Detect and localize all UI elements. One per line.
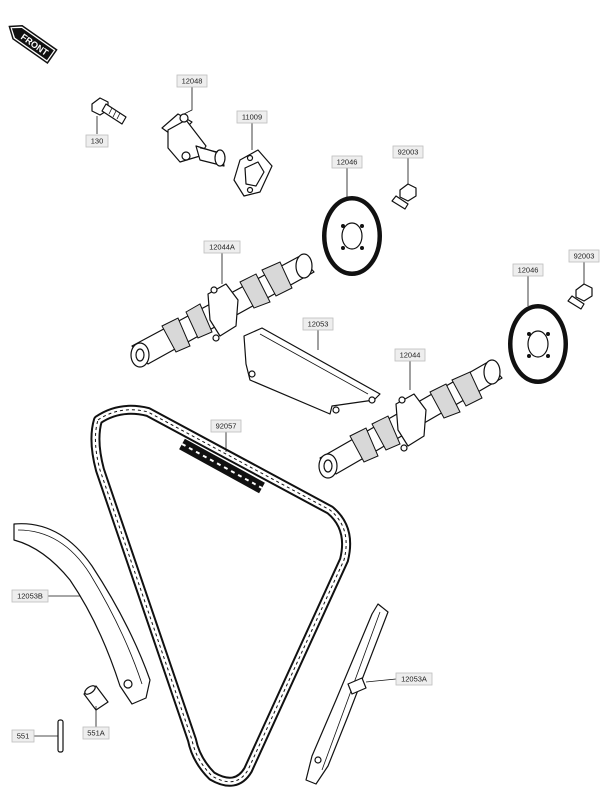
pin-551-drawing	[57, 719, 64, 753]
label-12053a-text: 12053A	[401, 675, 427, 684]
label-12046-right-text: 12046	[518, 266, 539, 275]
label-92003-top-text: 92003	[398, 148, 419, 157]
label-12053[interactable]: 12053	[302, 317, 334, 331]
label-12048[interactable]: 12048	[176, 74, 208, 88]
label-551[interactable]: 551	[11, 729, 35, 743]
timing-chain-drawing	[90, 404, 352, 787]
label-12044-text: 12044	[400, 351, 421, 360]
sprocket-right-drawing	[508, 304, 568, 384]
pin-551a-drawing	[83, 685, 109, 711]
sprocket-bolt-top-drawing	[391, 183, 417, 210]
label-92057-text: 92057	[216, 422, 237, 431]
label-11009[interactable]: 11009	[236, 110, 268, 124]
label-11009-text: 11009	[242, 113, 262, 122]
label-551a-text: 551A	[87, 729, 105, 738]
label-12053-text: 12053	[308, 320, 329, 329]
label-12046-right[interactable]: 12046	[512, 263, 544, 277]
label-130-text: 130	[91, 137, 104, 146]
chain-guide-upper-drawing	[243, 327, 381, 415]
label-92003-right[interactable]: 92003	[568, 249, 600, 263]
label-92003-top[interactable]: 92003	[392, 145, 424, 159]
label-12048-text: 12048	[182, 77, 203, 86]
label-12053b-text: 12053B	[17, 592, 43, 601]
label-12044a-text: 12044A	[209, 243, 235, 252]
label-12053a[interactable]: 12053A	[395, 672, 433, 686]
leader-lines	[34, 87, 585, 737]
chain-guide-right-drawing	[305, 603, 389, 785]
chain-tensioner-drawing	[161, 113, 226, 167]
label-92057[interactable]: 92057	[210, 419, 242, 433]
label-92003-right-text: 92003	[574, 252, 595, 261]
sprocket-bolt-right-drawing	[567, 283, 593, 310]
front-direction-badge: FRONT	[8, 24, 58, 64]
label-551a[interactable]: 551A	[82, 726, 110, 740]
label-12046-top-text: 12046	[337, 158, 358, 167]
label-12046-top[interactable]: 12046	[331, 155, 363, 169]
gasket-drawing	[233, 149, 273, 197]
camshaft-intake-drawing	[130, 253, 315, 368]
label-130[interactable]: 130	[85, 134, 109, 148]
label-12044a[interactable]: 12044A	[203, 240, 241, 254]
sprocket-top-drawing	[322, 196, 382, 276]
chain-guide-left-drawing	[13, 523, 151, 705]
label-12044[interactable]: 12044	[394, 348, 426, 362]
camshaft-exhaust-drawing	[318, 359, 503, 479]
label-551-text: 551	[17, 732, 30, 741]
bolt-130-drawing	[91, 97, 127, 125]
label-12053b[interactable]: 12053B	[11, 589, 49, 603]
